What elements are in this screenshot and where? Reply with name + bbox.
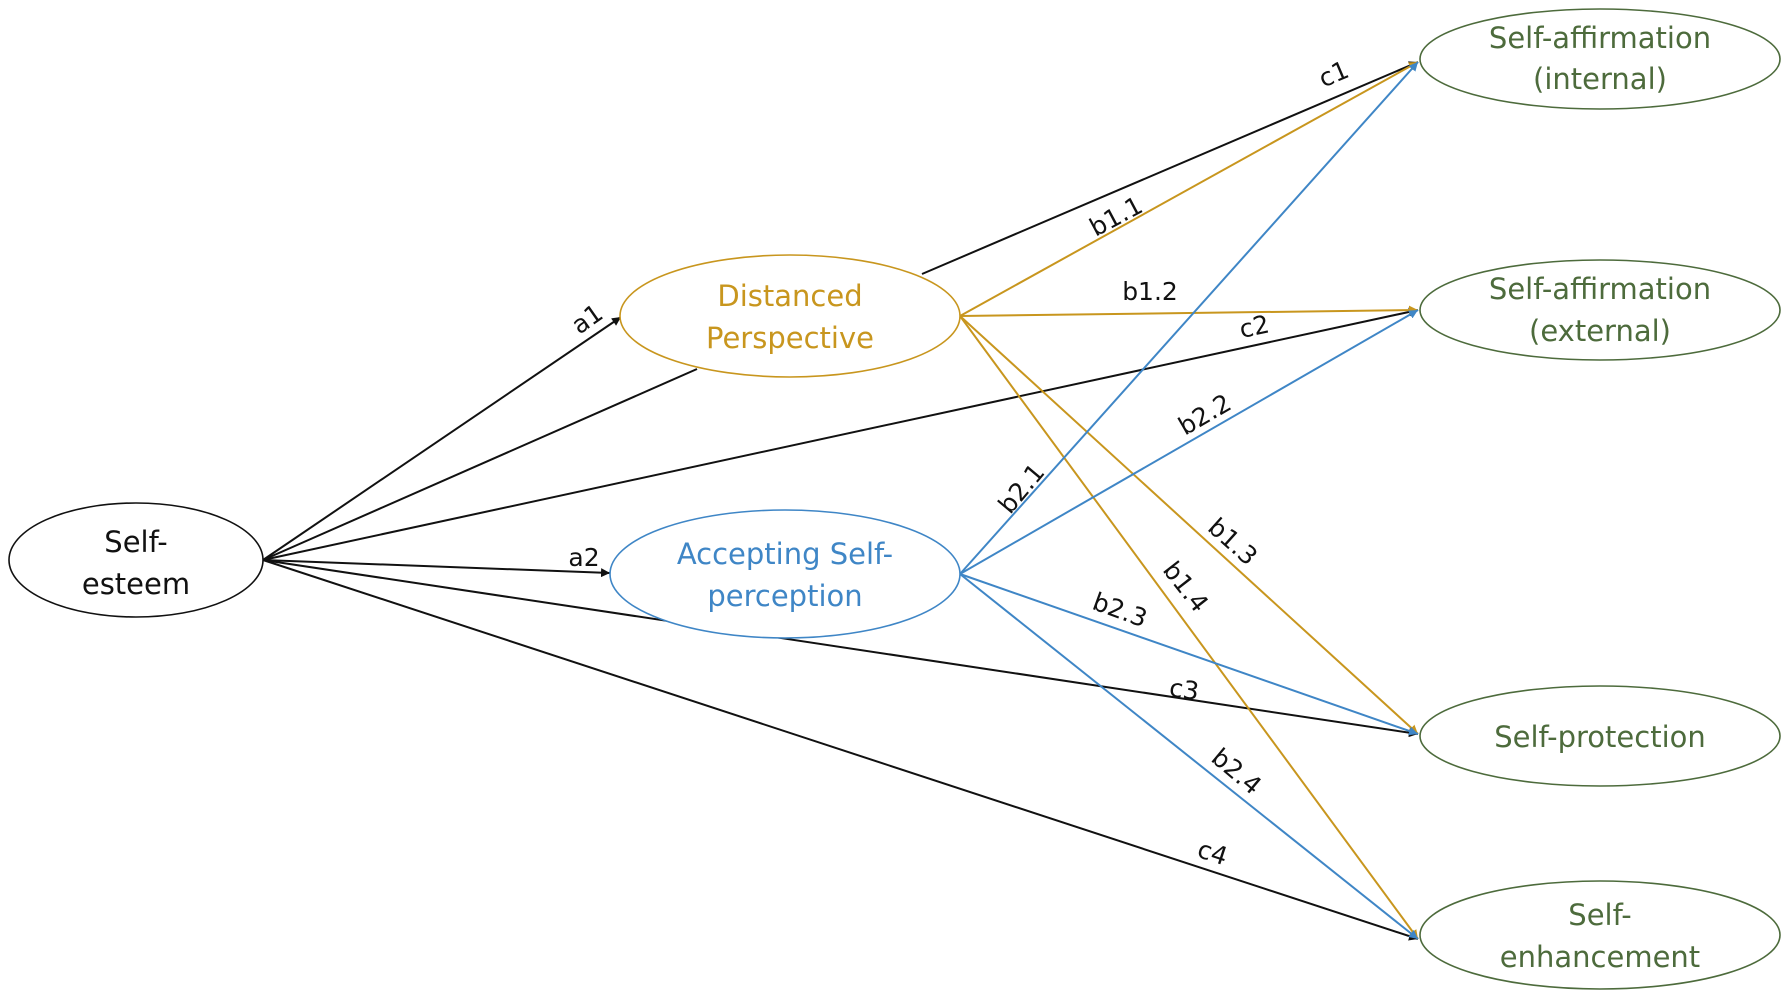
path-b2-1-arrow (959, 61, 1419, 575)
node-distanced-perspective-line-2: Perspective (706, 321, 874, 355)
label-b1-3: b1.3 (1202, 512, 1263, 571)
path-b2-2-arrow (959, 309, 1419, 575)
path-b2-3-arrow (959, 573, 1419, 736)
node-accepting-line-1: Accepting Self- (677, 537, 893, 571)
label-a2: a2 (568, 543, 599, 572)
node-self-protection-line-1: Self-protection (1494, 720, 1706, 754)
label-b1-1: b1.1 (1085, 191, 1148, 243)
node-distanced-perspective-line-1: Distanced (717, 279, 862, 313)
path-c2-arrow (262, 307, 1419, 561)
node-self-enhancement: Self- enhancement (1419, 880, 1781, 990)
label-b1-4: b1.4 (1157, 556, 1214, 618)
node-aff-internal-line-1: Self-affirmation (1489, 21, 1711, 55)
node-self-esteem-line-2: esteem (82, 567, 190, 601)
label-b2-3: b2.3 (1089, 587, 1151, 633)
node-accepting-self-perception: Accepting Self- perception (609, 509, 961, 639)
label-b1-2: b1.2 (1122, 277, 1178, 306)
label-c2: c2 (1237, 309, 1272, 344)
label-b2-4: b2.4 (1206, 742, 1267, 800)
label-c4: c4 (1194, 835, 1231, 872)
node-self-enhancement-line-2: enhancement (1500, 940, 1700, 974)
node-aff-internal-line-2: (internal) (1533, 62, 1667, 96)
label-c3: c3 (1167, 673, 1200, 706)
path-b1-4-arrow (959, 315, 1419, 940)
label-c1: c1 (1314, 55, 1353, 93)
path-c1-segment (262, 368, 698, 561)
path-b1-2-arrow (959, 305, 1419, 317)
path-a2-arrow (262, 559, 611, 578)
label-a1: a1 (566, 298, 608, 340)
path-a1-arrow (262, 316, 622, 561)
node-distanced-perspective: Distanced Perspective (619, 254, 961, 378)
node-self-affirmation-external: Self-affirmation (external) (1419, 259, 1781, 361)
path-b2-4-arrow (959, 573, 1419, 940)
path-b1-3-arrow (959, 315, 1419, 735)
node-self-esteem-line-1: Self- (104, 525, 167, 559)
node-self-protection: Self-protection (1419, 685, 1781, 787)
path-c4-arrow (262, 559, 1419, 941)
path-c3-arrow (262, 559, 1419, 738)
label-b2-1: b2.1 (992, 458, 1050, 519)
node-self-enhancement-line-1: Self- (1568, 898, 1631, 932)
path-b1-1-arrow (959, 61, 1419, 317)
node-aff-external-line-2: (external) (1529, 314, 1671, 348)
node-self-affirmation-internal: Self-affirmation (internal) (1419, 8, 1781, 110)
path-c1-arrow (921, 61, 1419, 275)
node-self-esteem: Self- esteem (8, 502, 264, 618)
node-accepting-line-2: perception (707, 579, 862, 613)
node-aff-external-line-1: Self-affirmation (1489, 272, 1711, 306)
